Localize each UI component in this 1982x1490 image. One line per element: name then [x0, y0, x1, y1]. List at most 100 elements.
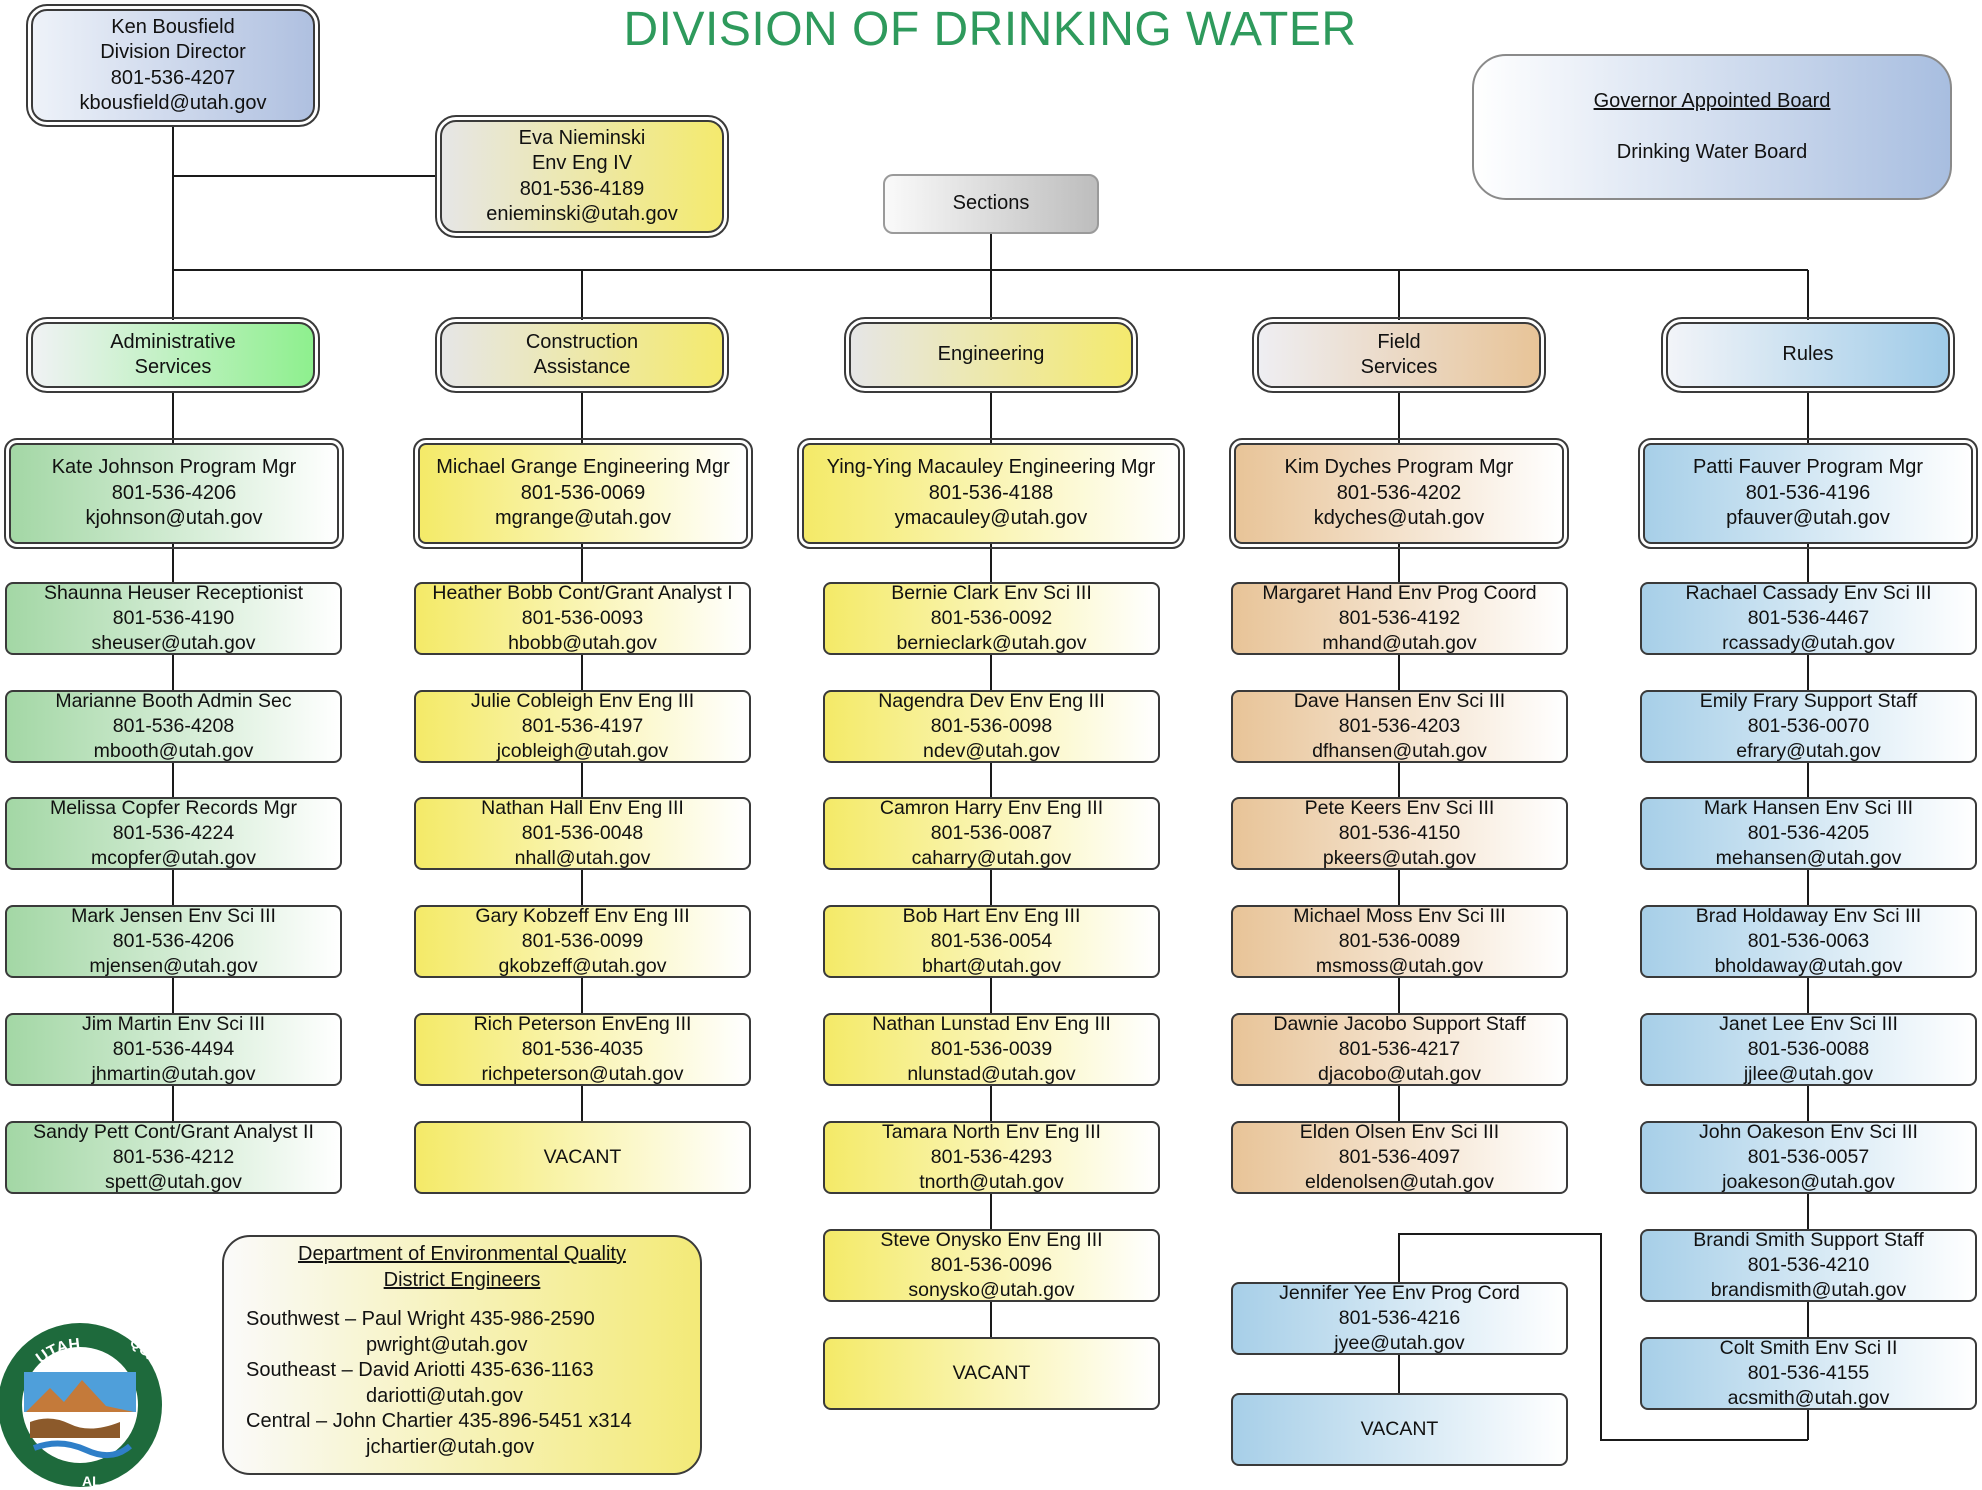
person-title: Kim Dyches Program Mgr — [1284, 456, 1514, 479]
person-title: Brandi Smith Support Staff — [1693, 1229, 1924, 1251]
section-rules: Rules — [1661, 317, 1955, 393]
staff-box: Bob Hart Env Eng III 801-536-0054 bhart@… — [823, 905, 1160, 978]
person-email: mgrange@utah.gov — [495, 507, 671, 530]
person-title: Pete Keers Env Sci III — [1304, 797, 1495, 819]
person-phone: 801-536-4224 — [112, 822, 235, 844]
staff-box: Bernie Clark Env Sci III 801-536-0092 be… — [823, 582, 1160, 655]
person-email: nlunstad@utah.gov — [907, 1063, 1076, 1085]
person-title: Emily Frary Support Staff — [1699, 690, 1918, 712]
person-title: Melissa Copfer Records Mgr — [49, 797, 298, 819]
person-title: Dawnie Jacobo Support Staff — [1273, 1013, 1526, 1035]
staff-box: Rachael Cassady Env Sci III 801-536-4467… — [1640, 582, 1977, 655]
person-phone: 801-536-0057 — [1747, 1146, 1870, 1168]
district-line: Southeast – David Ariotti 435-636-1163 — [246, 1359, 594, 1381]
section-rules-line1: Rules — [1782, 343, 1834, 366]
person-phone: 801-536-0089 — [1338, 930, 1461, 952]
person-title: Rich Peterson EnvEng III — [473, 1013, 692, 1035]
director-box: Ken Bousfield Division Director 801-536-… — [26, 4, 320, 127]
person-email: msmoss@utah.gov — [1315, 955, 1484, 977]
person-title: Heather Bobb Cont/Grant Analyst I — [432, 582, 733, 604]
person-email: bernieclark@utah.gov — [896, 632, 1087, 654]
staff-box: Elden Olsen Env Sci III 801-536-4097 eld… — [1231, 1121, 1568, 1194]
section-construction-line2: Assistance — [533, 356, 631, 378]
person-phone: 801-536-0096 — [930, 1254, 1053, 1276]
person-phone: 801-536-0063 — [1747, 930, 1870, 952]
person-title: VACANT — [952, 1362, 1031, 1384]
assistant-phone: 801-536-4189 — [519, 177, 645, 200]
person-email: jjlee@utah.gov — [1743, 1063, 1874, 1085]
assistant-role: Env Eng IV — [531, 152, 633, 174]
person-title: Brad Holdaway Env Sci III — [1695, 905, 1922, 927]
logo-rock — [30, 1418, 120, 1438]
staff-box: Heather Bobb Cont/Grant Analyst I 801-53… — [414, 582, 751, 655]
person-email: pkeers@utah.gov — [1322, 847, 1477, 869]
person-phone: 801-536-4150 — [1338, 822, 1461, 844]
person-email: jyee@utah.gov — [1334, 1332, 1465, 1354]
person-phone: 801-536-4097 — [1338, 1146, 1461, 1168]
staff-box: Camron Harry Env Eng III 801-536-0087 ca… — [823, 797, 1160, 870]
person-title: Nathan Lunstad Env Eng III — [872, 1013, 1111, 1035]
staff-box: Michael Moss Env Sci III 801-536-0089 ms… — [1231, 905, 1568, 978]
assistant-email: enieminski@utah.gov — [486, 203, 678, 225]
person-title: Patti Fauver Program Mgr — [1692, 456, 1924, 479]
person-email: nhall@utah.gov — [514, 847, 651, 869]
person-title: Marianne Booth Admin Sec — [55, 690, 292, 712]
person-title: Mark Jensen Env Sci III — [71, 905, 276, 927]
district-engineers-box: Department of Environmental Quality Dist… — [222, 1235, 702, 1475]
person-phone: 801-536-0048 — [521, 822, 644, 844]
person-email: acsmith@utah.gov — [1727, 1387, 1890, 1409]
deq-logo-icon: UTAH QUALITY AL — [0, 1323, 170, 1489]
person-title: Elden Olsen Env Sci III — [1299, 1121, 1500, 1143]
person-title: Mark Hansen Env Sci III — [1703, 797, 1914, 819]
director-role: Division Director — [100, 41, 246, 63]
board-box: Governor Appointed Board Drinking Water … — [1472, 54, 1952, 200]
staff-box: Jennifer Yee Env Prog Cord 801-536-4216 … — [1231, 1282, 1568, 1355]
section-construction: Construction Assistance — [435, 317, 729, 393]
person-phone: 801-536-4203 — [1338, 715, 1461, 737]
staff-box: Nagendra Dev Env Eng III 801-536-0098 nd… — [823, 690, 1160, 763]
staff-box: Steve Onysko Env Eng III 801-536-0096 so… — [823, 1229, 1160, 1302]
person-title: Gary Kobzeff Env Eng III — [475, 905, 690, 927]
person-phone: 801-536-0098 — [930, 715, 1053, 737]
person-phone: 801-536-4208 — [112, 715, 235, 737]
person-phone: 801-536-4155 — [1747, 1362, 1870, 1384]
person-phone: 801-536-4205 — [1747, 822, 1870, 844]
person-phone: 801-536-4190 — [112, 607, 235, 629]
assistant-box: Eva Nieminski Env Eng IV 801-536-4189 en… — [435, 115, 729, 238]
person-title: Michael Grange Engineering Mgr — [436, 456, 730, 479]
staff-box: Marianne Booth Admin Sec 801-536-4208 mb… — [5, 690, 342, 763]
person-phone: 801-536-0069 — [520, 481, 646, 504]
person-email: djacobo@utah.gov — [1318, 1063, 1481, 1085]
person-title: Kate Johnson Program Mgr — [51, 456, 297, 479]
person-title: Tamara North Env Eng III — [882, 1121, 1101, 1143]
vacant-box: VACANT — [1231, 1393, 1568, 1466]
district-heading-1: Department of Environmental Quality — [298, 1243, 626, 1265]
person-email: mehansen@utah.gov — [1715, 847, 1902, 869]
person-title: John Oakeson Env Sci III — [1699, 1121, 1918, 1143]
person-phone: 801-536-0070 — [1747, 715, 1870, 737]
manager-box-field: Kim Dyches Program Mgr 801-536-4202 kdyc… — [1229, 438, 1569, 549]
staff-box: Pete Keers Env Sci III 801-536-4150 pkee… — [1231, 797, 1568, 870]
vacant-box: VACANT — [823, 1337, 1160, 1410]
staff-box: Gary Kobzeff Env Eng III 801-536-0099 gk… — [414, 905, 751, 978]
manager-box-admin: Kate Johnson Program Mgr 801-536-4206 kj… — [4, 438, 344, 549]
assistant-name: Eva Nieminski — [518, 126, 646, 149]
sections-box: Sections — [883, 174, 1099, 234]
person-title: Camron Harry Env Eng III — [879, 797, 1104, 819]
person-phone: 801-536-4197 — [521, 715, 644, 737]
person-email: ymacauley@utah.gov — [894, 507, 1088, 530]
person-email: mcopfer@utah.gov — [90, 847, 257, 869]
person-email: kdyches@utah.gov — [1313, 507, 1485, 530]
person-phone: 801-536-4293 — [930, 1146, 1053, 1168]
person-phone: 801-536-4494 — [112, 1038, 235, 1060]
person-phone: 801-536-4188 — [928, 481, 1054, 504]
director-email: kbousfield@utah.gov — [79, 92, 267, 114]
person-title: Janet Lee Env Sci III — [1719, 1013, 1898, 1035]
person-phone: 801-536-0092 — [930, 607, 1053, 629]
person-email: hbobb@utah.gov — [508, 632, 657, 654]
manager-box-engineering: Ying-Ying Macauley Engineering Mgr 801-5… — [797, 438, 1185, 549]
staff-box: Rich Peterson EnvEng III 801-536-4035 ri… — [414, 1013, 751, 1086]
person-email: sheuser@utah.gov — [91, 632, 256, 654]
person-phone: 801-536-4217 — [1338, 1038, 1461, 1060]
district-list: Southwest – Paul Wright 435-986-2590 pwr… — [246, 1307, 700, 1460]
